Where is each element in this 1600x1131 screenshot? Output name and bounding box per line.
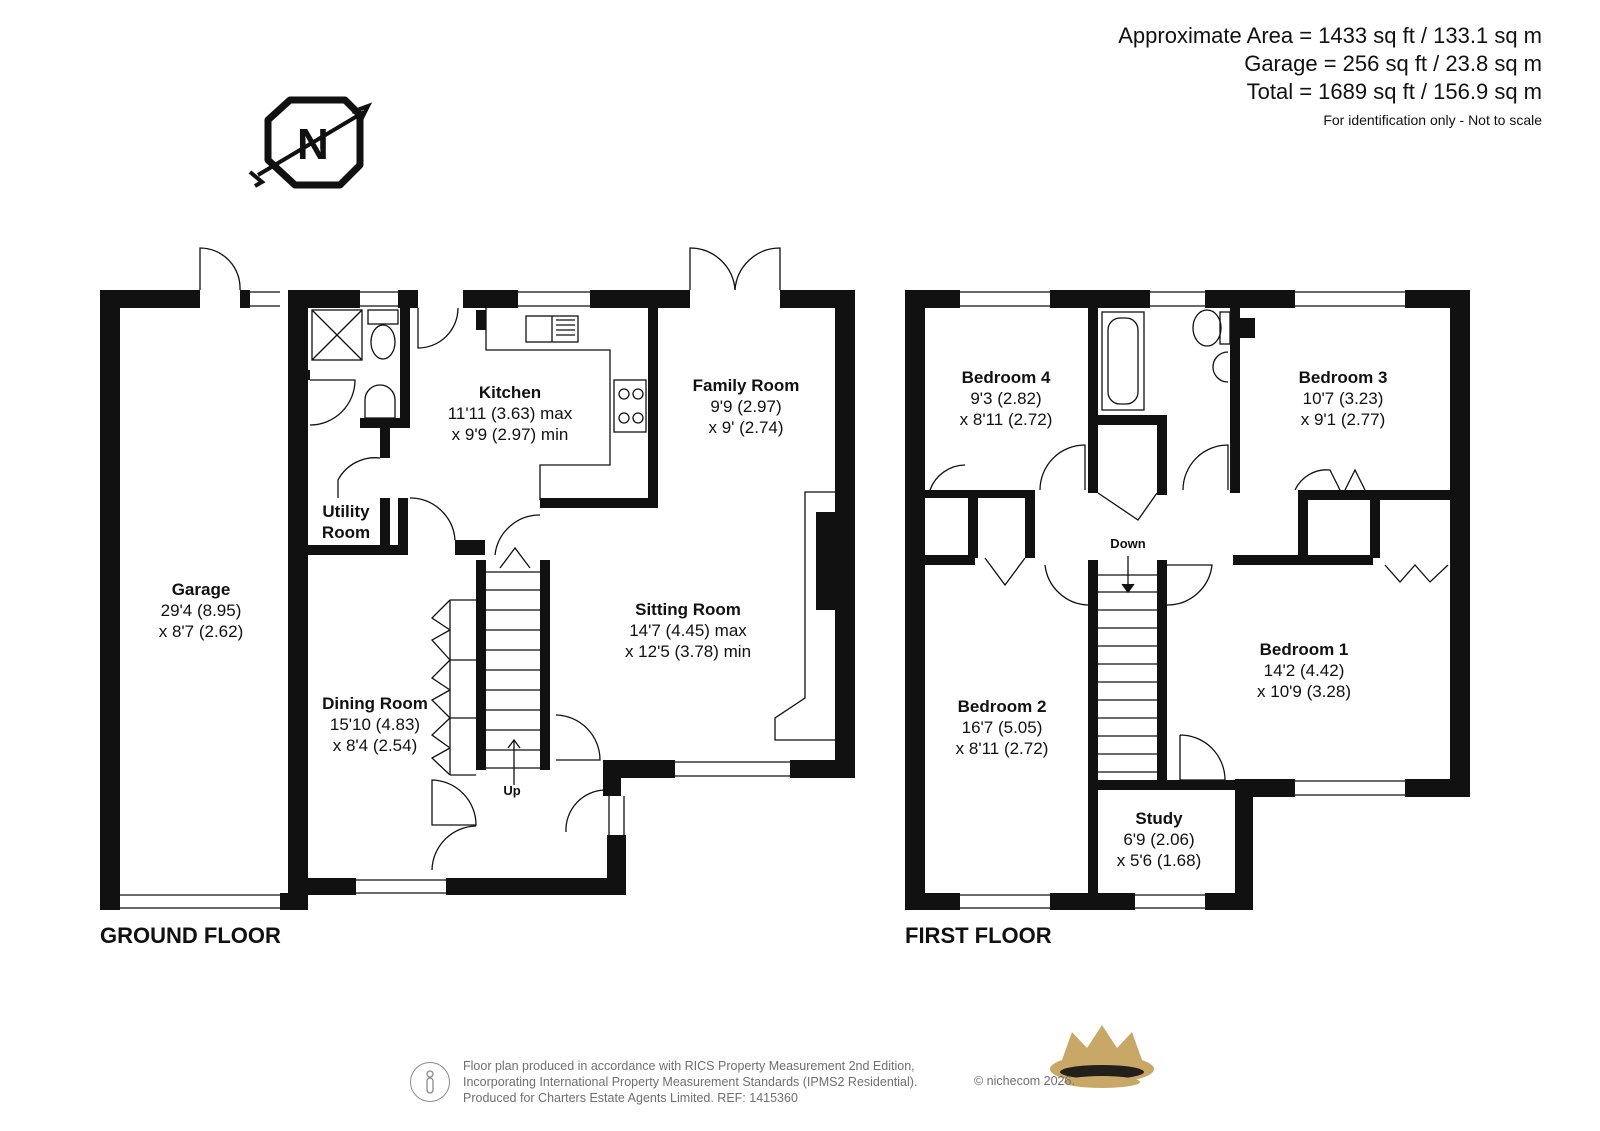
room-dim: x 10'9 (3.28) (1257, 682, 1351, 701)
room-bedroom-4: Bedroom 4 9'3 (2.82) x 8'11 (2.72) (960, 367, 1053, 430)
room-name: Utility (322, 502, 370, 521)
room-name: Family Room (692, 376, 800, 395)
first-floor-walls (905, 290, 1470, 910)
room-name: Study (1135, 809, 1183, 828)
room-name: Bedroom 4 (961, 368, 1051, 387)
stairs-down-label: Down (1110, 536, 1146, 551)
room-dim: 6'9 (2.06) (1123, 830, 1195, 849)
person-icon-glyph (426, 1070, 434, 1094)
area-summary: Approximate Area = 1433 sq ft / 133.1 sq… (1118, 22, 1542, 128)
room-name: Room (321, 523, 371, 542)
room-name: Dining Room (322, 694, 428, 713)
room-bedroom-2: Bedroom 2 16'7 (5.05) x 8'11 (2.72) (956, 696, 1049, 759)
room-dim: 15'10 (4.83) (329, 715, 421, 734)
room-dim: 14'2 (4.42) (1263, 661, 1345, 680)
room-dim: x 9' (2.74) (708, 418, 784, 437)
room-name: Bedroom 3 (1298, 368, 1388, 387)
room-dining: Dining Room 15'10 (4.83) x 8'4 (2.54) (322, 693, 428, 756)
room-dim: x 8'4 (2.54) (332, 736, 418, 755)
copyright-text: © nichecom 2026. (974, 1074, 1075, 1088)
room-name: Kitchen (478, 383, 542, 402)
room-name: Sitting Room (635, 600, 741, 619)
footer-line: Floor plan produced in accordance with R… (463, 1059, 915, 1073)
room-dim: 16'7 (5.05) (961, 718, 1043, 737)
room-study: Study 6'9 (2.06) x 5'6 (1.68) (1117, 808, 1202, 871)
room-bedroom-1: Bedroom 1 14'2 (4.42) x 10'9 (3.28) (1257, 639, 1351, 702)
room-garage: Garage 29'4 (8.95) x 8'7 (2.62) (159, 579, 244, 642)
room-name: Garage (171, 580, 231, 599)
room-dim: x 9'9 (2.97) min (451, 425, 569, 444)
room-kitchen: Kitchen 11'11 (3.63) max x 9'9 (2.97) mi… (448, 382, 573, 445)
first-floor-fixtures (929, 291, 1449, 909)
room-dim: x 5'6 (1.68) (1116, 851, 1202, 870)
room-dim: 29'4 (8.95) (160, 601, 242, 620)
garage-area: Garage = 256 sq ft / 23.8 sq m (1244, 51, 1542, 76)
room-dim: 9'9 (2.97) (710, 397, 782, 416)
room-dim: x 8'11 (2.72) (955, 739, 1049, 758)
ground-floor-walls (100, 290, 855, 910)
first-floor-label: FIRST FLOOR (905, 923, 1052, 948)
room-sitting: Sitting Room 14'7 (4.45) max x 12'5 (3.7… (625, 599, 751, 662)
footer-legal-text: Floor plan produced in accordance with R… (463, 1058, 917, 1106)
total-area: Total = 1689 sq ft / 156.9 sq m (1246, 79, 1542, 104)
ground-floor-label: GROUND FLOOR (100, 923, 281, 948)
room-utility: Utility Room (322, 501, 370, 543)
room-bedroom-3: Bedroom 3 10'7 (3.23) x 9'1 (2.77) (1299, 367, 1388, 430)
room-name: Bedroom 2 (957, 697, 1047, 716)
north-compass-icon (248, 96, 373, 189)
room-dim: x 8'7 (2.62) (158, 622, 244, 641)
room-dim: x 9'1 (2.77) (1300, 410, 1386, 429)
scale-note: For identification only - Not to scale (1323, 112, 1542, 128)
room-dim: x 12'5 (3.78) min (624, 642, 752, 661)
room-name: Bedroom 1 (1259, 640, 1349, 659)
room-dim: 10'7 (3.23) (1302, 389, 1384, 408)
person-icon (410, 1062, 450, 1102)
room-dim: 11'11 (3.63) max (447, 404, 573, 423)
ground-floor-fixtures (120, 247, 835, 909)
stairs-up-label: Up (503, 783, 521, 798)
approximate-area: Approximate Area = 1433 sq ft / 133.1 sq… (1118, 23, 1542, 48)
room-dim: 9'3 (2.82) (970, 389, 1042, 408)
room-family: Family Room 9'9 (2.97) x 9' (2.74) (693, 375, 800, 438)
room-dim: x 8'11 (2.72) (959, 410, 1053, 429)
room-dim: 14'7 (4.45) max (629, 621, 747, 640)
footer-line: Produced for Charters Estate Agents Limi… (463, 1091, 798, 1105)
crown-logo-icon (1050, 1025, 1154, 1088)
compass-letter: N (297, 120, 329, 169)
footer-line: Incorporating International Property Mea… (463, 1075, 918, 1089)
